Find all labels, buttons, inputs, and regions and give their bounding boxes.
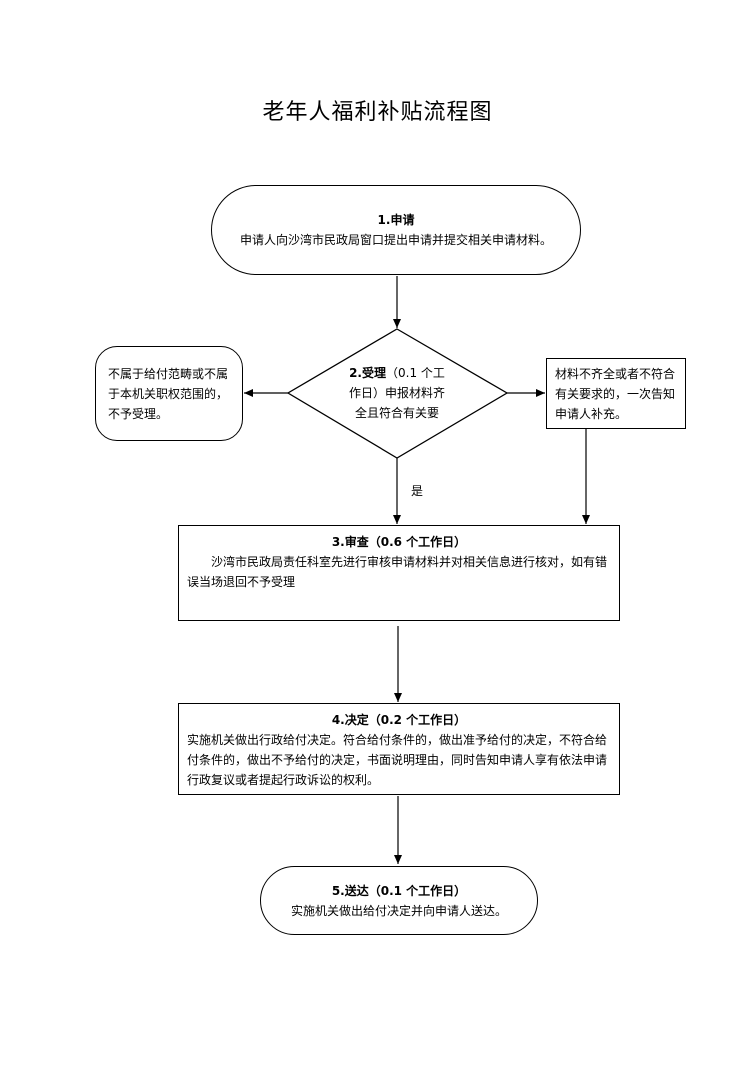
step2-line3: 全且符合有关要 (354, 406, 439, 420)
step3-review-node: 3.审查（0.6 个工作日） 沙湾市民政局责任科室先进行审核申请材料并对相关信息… (178, 525, 620, 621)
step1-apply-node: 1.申请 申请人向沙湾市民政局窗口提出申请并提交相关申请材料。 (211, 185, 581, 275)
step1-heading: 1.申请 (377, 213, 415, 227)
step2-duration: （0.1 个工 (386, 366, 445, 380)
step4-text: 实施机关做出行政给付决定。符合给付条件的，做出准予给付的决定，不符合给付条件的，… (187, 733, 608, 787)
supplement-node: 材料不齐全或者不符合有关要求的，一次告知申请人补充。 (546, 358, 686, 429)
yes-label: 是 (411, 484, 424, 498)
supplement-text: 材料不齐全或者不符合有关要求的，一次告知申请人补充。 (555, 366, 676, 421)
step4-heading: 4.决定（0.2 个工作日） (331, 713, 467, 727)
step5-delivery-node: 5.送达（0.1 个工作日） 实施机关做出给付决定并向申请人送达。 (260, 866, 538, 935)
page-title: 老年人福利补贴流程图 (262, 100, 493, 125)
step5-heading: 5.送达（0.1 个工作日） (331, 883, 467, 898)
step1-text: 申请人向沙湾市民政局窗口提出申请并提交相关申请材料。 (240, 233, 553, 247)
step2-accept-node: 2.受理（0.1 个工 作日）申报材料齐 全且符合有关要 (322, 363, 472, 423)
step5-text: 实施机关做出给付决定并向申请人送达。 (290, 903, 507, 918)
step2-line2: 作日）申报材料齐 (348, 386, 445, 400)
step3-text: 沙湾市民政局责任科室先进行审核申请材料并对相关信息进行核对，如有错误当场退回不予… (187, 555, 608, 589)
reject-text: 不属于给付范畴或不属于本机关职权范围的，不予受理。 (108, 366, 229, 421)
step4-decision-node: 4.决定（0.2 个工作日） 实施机关做出行政给付决定。符合给付条件的，做出准予… (178, 703, 620, 795)
reject-node: 不属于给付范畴或不属于本机关职权范围的，不予受理。 (95, 346, 243, 441)
step2-heading: 2.受理 (349, 366, 386, 380)
step3-heading: 3.审查（0.6 个工作日） (331, 535, 467, 549)
